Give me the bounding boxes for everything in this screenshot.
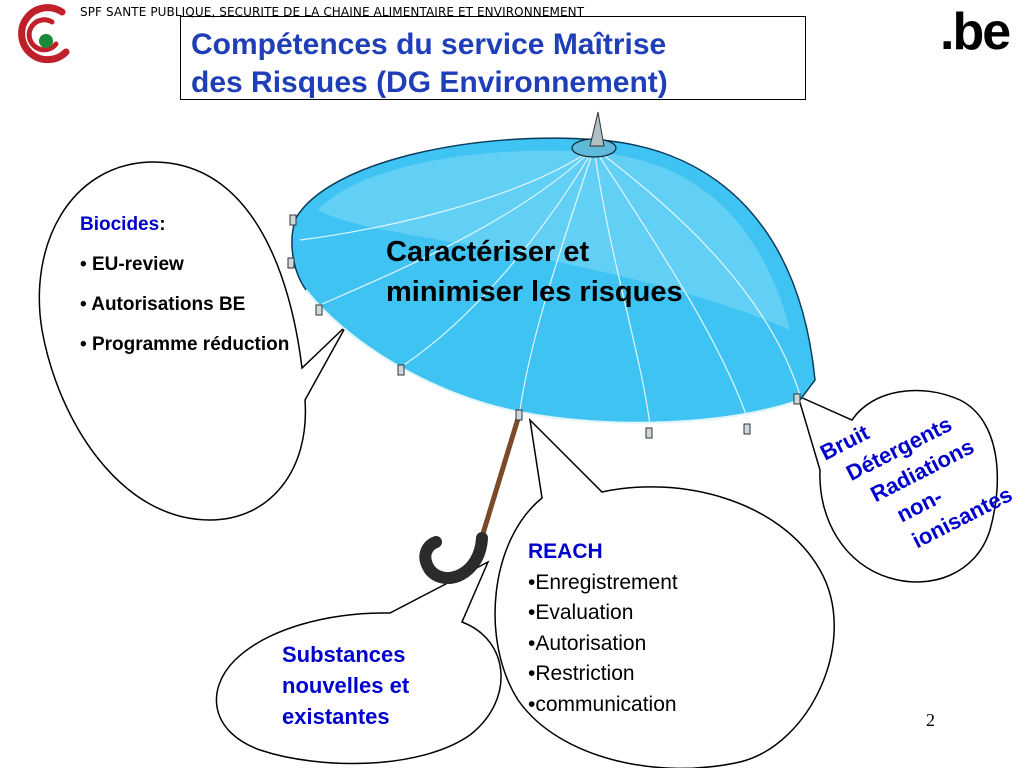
- biocides-heading-row: Biocides:: [80, 212, 300, 238]
- reach-item: •Autorisation: [528, 631, 647, 655]
- umbrella-caption-line-2: minimiser les risques: [386, 276, 683, 308]
- reach-item: •Evaluation: [528, 601, 634, 624]
- reach-item: •communication: [528, 692, 677, 716]
- spf-swirl-logo-icon: [18, 4, 70, 64]
- biocides-item-label: Programme réduction: [91, 334, 290, 355]
- substances-bubble: [215, 560, 502, 765]
- page-number: 2: [926, 710, 935, 730]
- umbrella-icon: [287, 111, 816, 584]
- slide-title-line-1: Compétences du service Maîtrise: [191, 28, 667, 61]
- substances-line-2: nouvelles et: [282, 673, 410, 698]
- slide-title: Compétences du service Maîtrise des Risq…: [180, 16, 806, 100]
- organization-name: SPF SANTE PUBLIQUE, SECURITE DE LA CHAIN…: [80, 5, 585, 19]
- biocides-heading: Biocides: [80, 214, 160, 235]
- biocides-item-label: EU-review: [91, 254, 184, 275]
- substances-line-1: Substances: [282, 642, 406, 667]
- biocides-heading-colon: :: [159, 214, 166, 235]
- other-topics-bubble: [796, 389, 999, 583]
- reach-item: •Enregistrement: [528, 570, 678, 594]
- reach-bubble: [494, 417, 835, 768]
- substances-line-3: existantes: [282, 704, 390, 729]
- biocides-bubble: [38, 161, 347, 521]
- biocides-item: • Autorisations BE: [80, 294, 246, 315]
- biocides-item-label: Autorisations BE: [91, 294, 246, 315]
- reach-heading: REACH: [528, 540, 603, 563]
- slide-title-line-2: des Risques (DG Environnement): [191, 66, 668, 99]
- reach-panel: REACH •Enregistrement •Evaluation •Autor…: [528, 537, 748, 720]
- umbrella-caption-line-1: Caractériser et: [386, 236, 590, 268]
- biocides-item: • Programme réduction: [80, 334, 290, 355]
- substances-panel: Substances nouvelles et existantes: [282, 639, 462, 732]
- reach-item: •Restriction: [528, 662, 635, 685]
- umbrella-caption: Caractériser et minimiser les risques: [386, 232, 766, 312]
- be-logo: .be: [940, 3, 1011, 61]
- biocides-panel: Biocides: • EU-review • Autorisations BE…: [80, 212, 300, 358]
- biocides-item: • EU-review: [80, 254, 184, 275]
